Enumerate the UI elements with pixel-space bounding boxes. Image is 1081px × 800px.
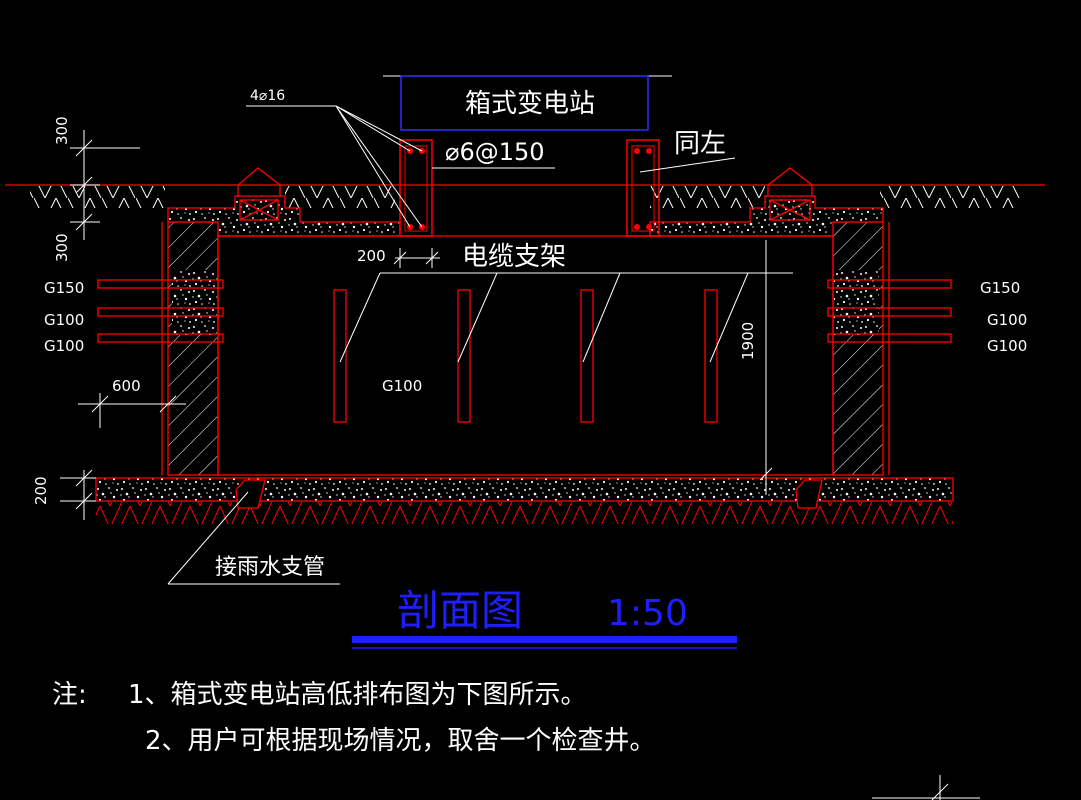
main-bars-label: 4⌀16 bbox=[250, 88, 285, 104]
same-as-left-label: 同左 bbox=[674, 129, 726, 159]
section-scale: 1:50 bbox=[607, 593, 688, 634]
earth-hatch-left bbox=[30, 186, 165, 208]
dim-600: 600 bbox=[112, 377, 141, 395]
pit-interior bbox=[217, 235, 834, 476]
notes-prefix: 注: bbox=[52, 680, 87, 710]
drain-leader bbox=[167, 491, 249, 585]
dim-300-bottom: 300 bbox=[53, 233, 71, 262]
pipe-right-2: G100 bbox=[987, 311, 1027, 329]
floor-slab bbox=[95, 477, 954, 502]
substation-label: 箱式变电站 bbox=[465, 89, 595, 119]
wall-right bbox=[832, 221, 884, 476]
dimension-lines bbox=[60, 130, 773, 520]
sump-right bbox=[795, 479, 823, 509]
cable-rack-leaders bbox=[339, 272, 793, 363]
dim-200-slab: 200 bbox=[32, 476, 50, 505]
sump-left bbox=[235, 479, 266, 509]
earth-hatch-mid-right bbox=[650, 186, 765, 208]
note-2: 2、用户可根据现场情况，取舍一个检查井。 bbox=[145, 726, 656, 756]
earth-hatch-right bbox=[880, 186, 1020, 208]
main-bars-leaders bbox=[335, 105, 423, 228]
pipe-left-3: G100 bbox=[44, 337, 84, 355]
drain-label: 接雨水支管 bbox=[215, 555, 325, 580]
section-title: 剖面图 bbox=[397, 586, 523, 635]
substation-box bbox=[400, 75, 649, 131]
section-title-underline bbox=[352, 636, 737, 643]
pipe-left-1: G150 bbox=[44, 279, 84, 297]
note-1: 1、箱式变电站高低排布图为下图所示。 bbox=[128, 680, 587, 710]
earth-hatch-mid-left bbox=[285, 186, 395, 208]
corner-marker bbox=[872, 775, 980, 800]
cable-rack-label: 电缆支架 bbox=[462, 242, 566, 272]
stirrups-label: ⌀6@150 bbox=[445, 138, 545, 166]
wall-left-gravel bbox=[172, 270, 217, 335]
dim-200-wall: 200 bbox=[357, 247, 386, 265]
pipe-left-2: G100 bbox=[44, 311, 84, 329]
beam-right-inner bbox=[631, 145, 655, 232]
wall-left bbox=[167, 221, 219, 476]
wall-right-gravel bbox=[834, 270, 879, 335]
pipe-right-3: G100 bbox=[987, 337, 1027, 355]
beam-left-inner bbox=[404, 145, 428, 232]
lid-right bbox=[767, 167, 813, 221]
lid-left bbox=[237, 167, 281, 221]
interior-pipe-label: G100 bbox=[382, 377, 422, 395]
same-as-left-leader bbox=[639, 157, 736, 173]
cable-racks bbox=[333, 289, 718, 423]
dim-1900: 1900 bbox=[739, 322, 757, 360]
dim-300-top: 300 bbox=[53, 116, 71, 145]
pipes-left bbox=[97, 279, 224, 343]
earth-hatch-under-slab bbox=[96, 502, 953, 524]
pipes-right bbox=[827, 279, 952, 343]
pipe-right-1: G150 bbox=[980, 279, 1020, 297]
